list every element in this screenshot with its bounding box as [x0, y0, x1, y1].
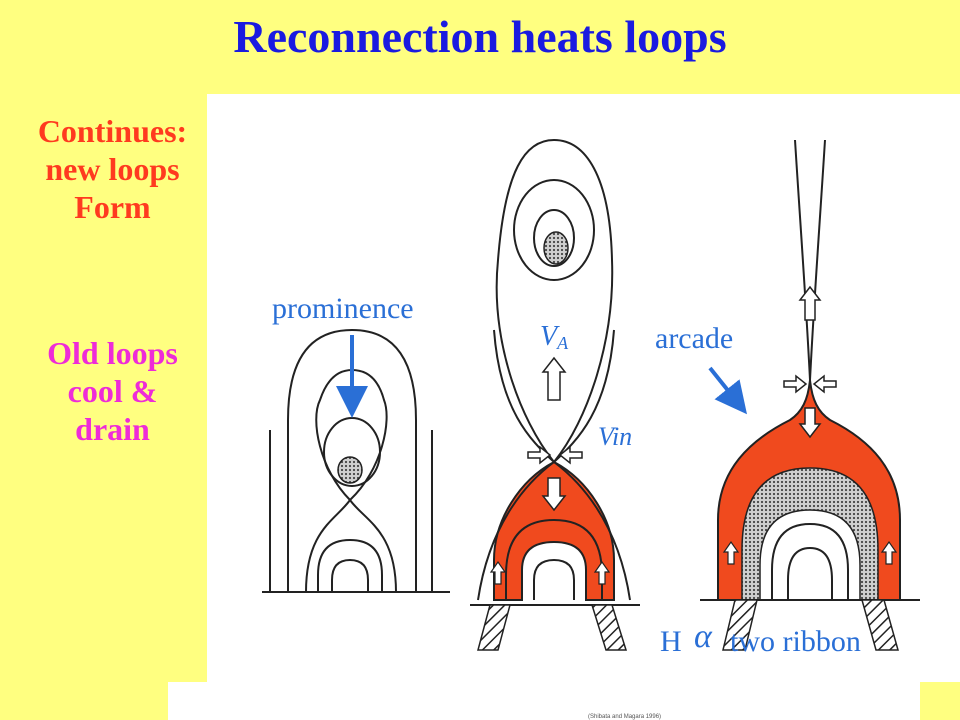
side-note-line: Continues: [37, 113, 188, 149]
inflow-arrow [527, 445, 552, 465]
label-two-ribbon: two ribbon [730, 625, 861, 658]
label-vin: Vin [598, 422, 632, 451]
footpoint-ribbon [722, 599, 758, 651]
inflow-arrow [558, 445, 583, 465]
outflow-arrow [798, 407, 822, 439]
credit-text: (Shibata and Magara 1996) [588, 714, 662, 720]
upflow-arrow [593, 560, 611, 585]
label-va: VA [540, 321, 569, 353]
footpoint-ribbon [590, 604, 628, 651]
slide-title: Reconnection heats loops [233, 11, 727, 62]
label-h: H [660, 625, 682, 658]
field-loop [533, 209, 575, 267]
upflow-arrow [880, 540, 898, 565]
field-line [552, 329, 631, 601]
upflow-arrow [489, 560, 507, 585]
field-line [533, 558, 575, 600]
reconnection-diagram: prominence VA Vin [262, 138, 920, 658]
side-note-line: Old loops [47, 335, 178, 371]
cool-loops [741, 467, 879, 601]
side-note-line: Form [74, 189, 151, 225]
field-line [331, 558, 369, 592]
label-alpha: α [694, 618, 713, 655]
label-prominence: prominence [272, 292, 414, 325]
plasmoid-blob [543, 231, 569, 265]
outflow-arrow [541, 477, 567, 512]
outflow-arrow [798, 285, 822, 321]
field-line [794, 139, 811, 381]
panel-reconnection [470, 138, 640, 651]
label-va-sub: A [556, 333, 569, 353]
inflow-arrow [812, 374, 837, 394]
arrow-arcade [708, 366, 747, 415]
field-line [809, 139, 826, 381]
label-va-main: V [540, 321, 560, 352]
field-line [317, 538, 383, 592]
field-loop [513, 179, 595, 281]
side-note-line: cool & [67, 373, 158, 409]
footpoint-ribbon [477, 604, 511, 651]
field-loop [323, 417, 381, 487]
field-line [787, 546, 833, 600]
field-line [771, 522, 849, 600]
heated-loop [493, 460, 615, 601]
side-note-continues: Continues: new loops Form [0, 112, 225, 226]
field-line [495, 138, 614, 463]
field-line [505, 518, 603, 600]
inflow-arrow [783, 374, 808, 394]
outflow-arrow [541, 356, 567, 401]
diagram-panel: prominence VA Vin [207, 94, 960, 682]
credit-strip: (Shibata and Magara 1996) [168, 682, 920, 720]
side-note-old-loops: Old loops cool & drain [0, 334, 225, 448]
side-note-line: new loops [45, 151, 180, 187]
label-arcade: arcade [655, 322, 733, 355]
panel-arcade [489, 139, 920, 651]
prominence-blob [337, 456, 363, 484]
field-line [287, 328, 417, 592]
upflow-arrow [722, 540, 740, 565]
footpoint-ribbon [861, 599, 899, 651]
side-note-line: drain [75, 411, 150, 447]
